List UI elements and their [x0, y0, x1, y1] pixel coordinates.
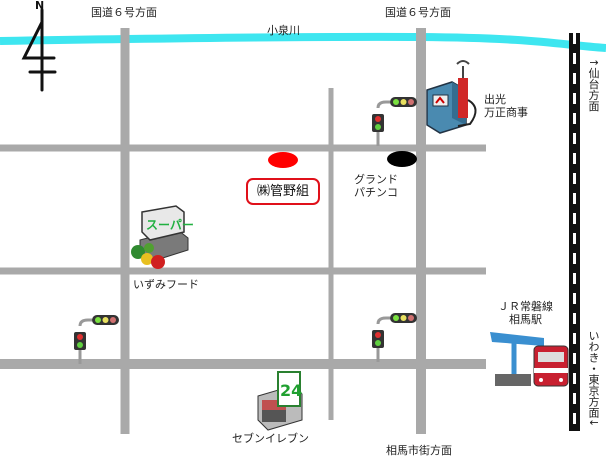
- iwaki-tokyo-direction-label: いわき・東京方面↓: [587, 330, 600, 428]
- convenience-store-icon: 24: [257, 371, 303, 431]
- supermarket-label: いずみフード: [133, 278, 199, 291]
- traffic-light-icon: [74, 315, 119, 364]
- company-marker: [268, 152, 298, 168]
- gas-station-label: 出光 万正商事: [484, 93, 528, 119]
- gas-station-icon: [426, 60, 477, 134]
- route6-left-label: 国道６号方面: [91, 6, 157, 19]
- pachinko-marker: [387, 151, 417, 167]
- roads: [0, 28, 486, 434]
- supermarket-sign-text: スーパー: [146, 218, 194, 232]
- pachinko-label: グランド パチンコ: [354, 173, 398, 199]
- river-label: 小泉川: [267, 24, 300, 37]
- jr-railway: [569, 33, 580, 431]
- traffic-light-icon: [372, 313, 417, 362]
- traffic-light-icon: [372, 97, 417, 146]
- city-street-label: 相馬市街方面: [386, 444, 452, 457]
- supermarket-icon: スーパー: [131, 205, 194, 269]
- north-label: N: [35, 0, 45, 12]
- convenience-sign-text: 24: [280, 381, 302, 400]
- north-arrow-icon: [21, 8, 57, 92]
- route6-right-label: 国道６号方面: [385, 6, 451, 19]
- sendai-direction-label: ↑仙台方面: [587, 58, 600, 112]
- seven-eleven-label: セブンイレブン: [232, 432, 309, 445]
- koizumi-river: [0, 32, 606, 52]
- company-label: ㈱管野組: [246, 178, 320, 205]
- station-label: ＪＲ常磐線 相馬駅: [498, 300, 553, 326]
- train-station-icon: [490, 332, 569, 387]
